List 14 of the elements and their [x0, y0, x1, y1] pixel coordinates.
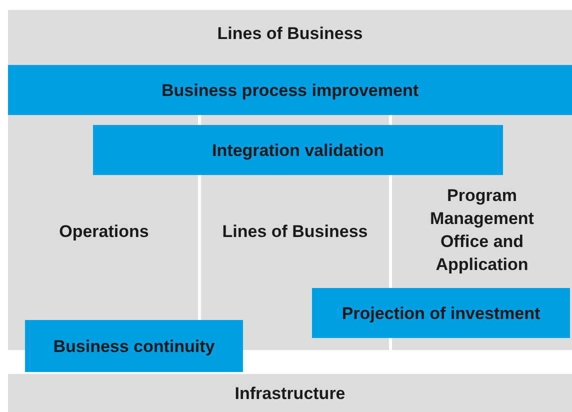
node-label: Lines of Business: [221, 221, 369, 243]
node-label: Lines of Business: [217, 23, 363, 45]
node-label: Infrastructure: [234, 382, 346, 404]
node-label: Projection of investment: [342, 302, 540, 324]
layer-bar: [8, 65, 572, 115]
layer-bar: [8, 374, 572, 412]
layer-bar: [312, 288, 570, 338]
node-label: Business continuity: [53, 336, 215, 358]
node-label: Integration validation: [212, 140, 384, 162]
node-label: Business process improvement: [162, 80, 418, 102]
node-label: Program Management Office and Application: [429, 185, 535, 276]
node-label: Operations: [58, 221, 150, 243]
layer-bar: [25, 320, 243, 372]
layer-bar: [93, 125, 503, 175]
